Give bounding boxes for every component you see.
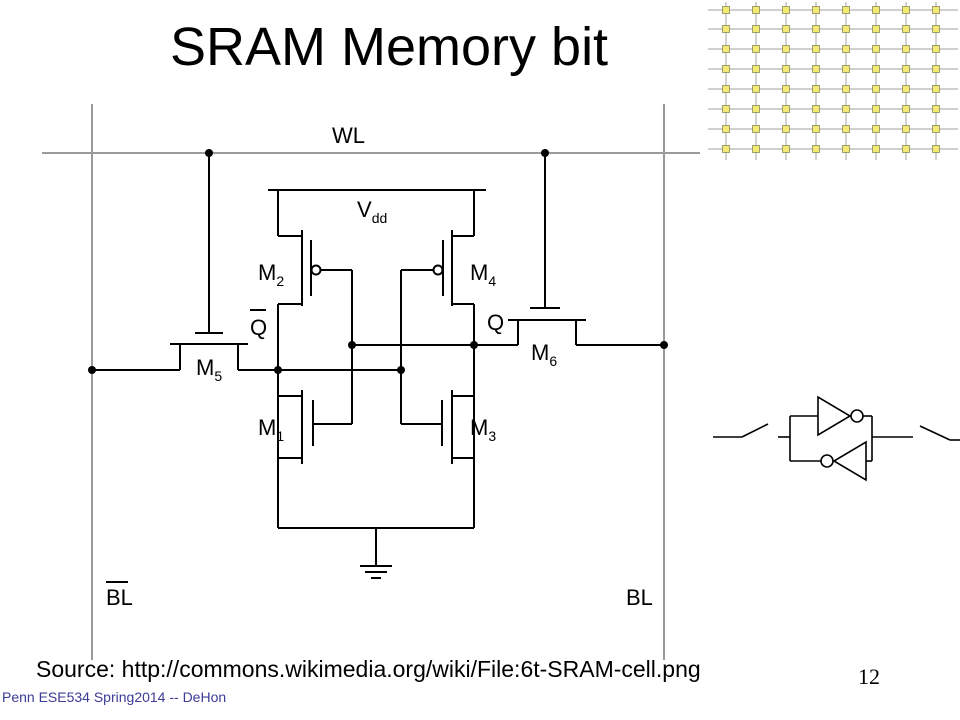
grid-cell xyxy=(932,45,940,53)
grid-cell xyxy=(722,105,730,113)
grid-cell xyxy=(812,65,820,73)
grid-cell xyxy=(902,105,910,113)
grid-cell xyxy=(842,85,850,93)
grid-cell xyxy=(782,125,790,133)
inverter-pair-symbol xyxy=(713,395,960,482)
grid-cell xyxy=(752,105,760,113)
grid-cell xyxy=(812,6,820,14)
word-line-label: WL xyxy=(332,123,365,148)
grid-cell xyxy=(842,25,850,33)
grid-cell xyxy=(932,6,940,14)
grid-cell xyxy=(752,145,760,153)
grid-cell xyxy=(932,85,940,93)
m4-label: M4 xyxy=(470,260,496,289)
m5-label: M5 xyxy=(196,355,222,384)
course-footer: Penn ESE534 Spring2014 -- DeHon xyxy=(2,689,227,705)
slide-number: 12 xyxy=(858,664,880,689)
grid-cell xyxy=(812,145,820,153)
grid-cell xyxy=(902,6,910,14)
grid-cell xyxy=(722,65,730,73)
q-label: Q xyxy=(487,310,504,335)
grid-cell xyxy=(782,145,790,153)
grid-cell xyxy=(842,105,850,113)
grid-cell xyxy=(872,85,880,93)
grid-cell xyxy=(932,65,940,73)
grid-cell xyxy=(782,6,790,14)
grid-cell xyxy=(932,145,940,153)
m6-label: M6 xyxy=(531,340,557,369)
slide-title: SRAM Memory bit xyxy=(170,17,609,77)
grid-cell xyxy=(932,105,940,113)
grid-cell xyxy=(872,125,880,133)
grid-cell xyxy=(752,65,760,73)
grid-cell xyxy=(782,65,790,73)
source-citation: Source: http://commons.wikimedia.org/wik… xyxy=(36,656,701,682)
grid-cell xyxy=(902,85,910,93)
grid-cell xyxy=(752,25,760,33)
access-lines xyxy=(42,104,700,660)
qbar-label: Q xyxy=(250,315,267,340)
grid-cell xyxy=(902,145,910,153)
grid-cell xyxy=(872,25,880,33)
grid-cell xyxy=(722,145,730,153)
grid-cell xyxy=(722,45,730,53)
grid-cell xyxy=(872,105,880,113)
bitline-label: BL xyxy=(626,585,653,610)
grid-cell xyxy=(812,105,820,113)
grid-cell xyxy=(782,105,790,113)
m2-gate-bubble xyxy=(310,264,322,276)
grid-cell xyxy=(812,45,820,53)
grid-cell xyxy=(872,65,880,73)
grid-cell xyxy=(902,65,910,73)
grid-cell xyxy=(752,125,760,133)
m3-label: M3 xyxy=(470,415,496,444)
grid-cell xyxy=(842,45,850,53)
grid-cell xyxy=(722,6,730,14)
grid-cell xyxy=(782,85,790,93)
grid-cell xyxy=(782,25,790,33)
grid-cell xyxy=(782,45,790,53)
junction-dots xyxy=(88,149,668,374)
grid-cell xyxy=(902,45,910,53)
memory-array-grid xyxy=(708,2,958,160)
grid-cell xyxy=(842,125,850,133)
grid-cell xyxy=(872,6,880,14)
grid-cell xyxy=(752,45,760,53)
grid-cell xyxy=(722,25,730,33)
grid-cell xyxy=(812,125,820,133)
grid-cell xyxy=(752,6,760,14)
m2-label: M2 xyxy=(258,260,284,289)
grid-cell xyxy=(902,125,910,133)
grid-cell xyxy=(722,125,730,133)
grid-cell xyxy=(872,145,880,153)
vdd-label: Vdd xyxy=(357,197,387,226)
grid-cell xyxy=(932,125,940,133)
m1-label: M1 xyxy=(258,415,284,444)
grid-cell xyxy=(752,85,760,93)
grid-cell xyxy=(842,145,850,153)
cell-wiring xyxy=(92,153,664,583)
grid-cell xyxy=(812,85,820,93)
grid-cell xyxy=(812,25,820,33)
grid-cell xyxy=(902,25,910,33)
bitline-bar-label: BL xyxy=(106,585,133,610)
grid-cell xyxy=(842,6,850,14)
grid-cell xyxy=(872,45,880,53)
grid-cell xyxy=(722,85,730,93)
m4-gate-bubble xyxy=(432,264,444,276)
grid-cell xyxy=(932,25,940,33)
grid-cell xyxy=(842,65,850,73)
